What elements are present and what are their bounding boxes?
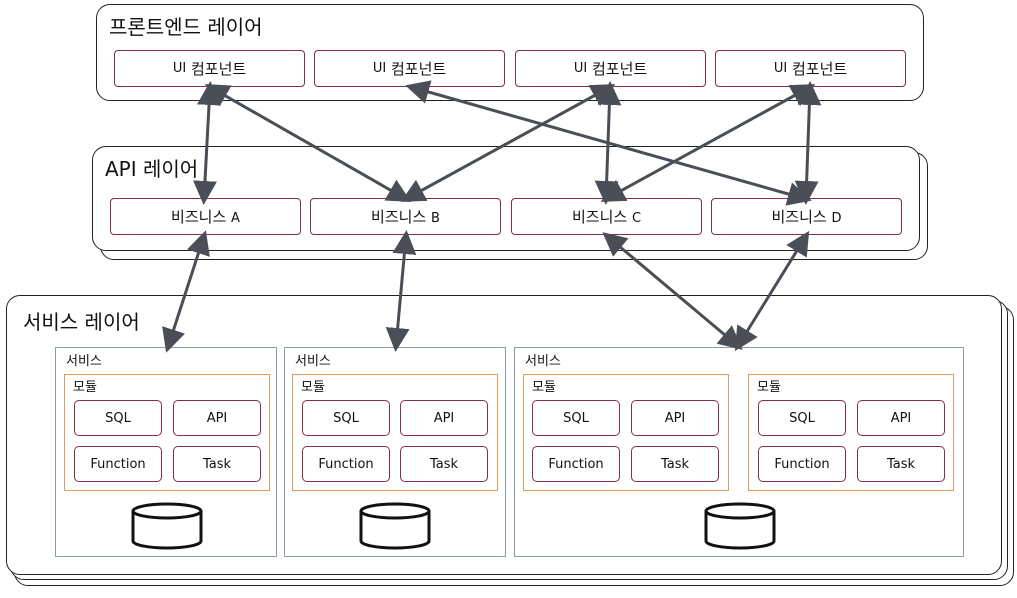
module-item-sql: SQL: [74, 400, 162, 436]
module-item-api: API: [173, 400, 261, 436]
ui-component-3: UI 컴포넌트: [515, 50, 706, 87]
module-item-function: Function: [74, 446, 162, 482]
service-label: 서비스: [295, 354, 331, 369]
database-icon: [704, 502, 776, 550]
business-label: 비즈니스: [771, 208, 827, 226]
ui-prefix: UI: [573, 61, 588, 76]
module-label: 모듈: [301, 380, 325, 395]
module-item-function: Function: [758, 446, 846, 482]
business-box-a: 비즈니스 A: [110, 198, 301, 235]
database-icon: [359, 502, 431, 550]
module-label: 모듈: [532, 380, 556, 395]
database-icon: [131, 502, 203, 550]
module-item-task: Task: [173, 446, 261, 482]
frontend-layer-title: 프론트엔드 레이어: [109, 15, 263, 39]
ui-prefix: UI: [172, 61, 187, 76]
module-label: 모듈: [757, 380, 781, 395]
service-label: 서비스: [66, 354, 102, 369]
ui-component-label: 컴포넌트: [591, 60, 648, 78]
module-item-sql: SQL: [758, 400, 846, 436]
module-item-sql: SQL: [532, 400, 620, 436]
ui-component-2: UI 컴포넌트: [314, 50, 505, 87]
module-item-task: Task: [400, 446, 488, 482]
ui-prefix: UI: [372, 61, 387, 76]
ui-prefix: UI: [773, 61, 788, 76]
module-item-task: Task: [857, 446, 945, 482]
business-label: 비즈니스: [171, 208, 227, 226]
business-suffix: C: [631, 211, 642, 226]
business-label: 비즈니스: [371, 208, 427, 226]
ui-component-label: 컴포넌트: [791, 60, 848, 78]
business-box-b: 비즈니스 B: [310, 198, 501, 235]
business-box-d: 비즈니스 D: [711, 198, 902, 235]
ui-component-1: UI 컴포넌트: [114, 50, 305, 87]
module-item-function: Function: [532, 446, 620, 482]
business-label: 비즈니스: [571, 208, 628, 226]
service-label: 서비스: [525, 354, 561, 369]
business-suffix: D: [831, 211, 842, 226]
api-layer-title: API 레이어: [105, 157, 199, 181]
ui-component-4: UI 컴포넌트: [715, 50, 906, 87]
module-item-function: Function: [302, 446, 390, 482]
module-item-api: API: [400, 400, 488, 436]
module-item-task: Task: [631, 446, 719, 482]
ui-component-label: 컴포넌트: [190, 60, 247, 78]
module-item-api: API: [631, 400, 719, 436]
module-item-sql: SQL: [302, 400, 390, 436]
business-box-c: 비즈니스 C: [511, 198, 702, 235]
module-item-api: API: [857, 400, 945, 436]
service-layer-title: 서비스 레이어: [23, 310, 140, 334]
module-label: 모듈: [73, 380, 97, 395]
business-suffix: A: [231, 211, 240, 226]
ui-component-label: 컴포넌트: [390, 60, 447, 78]
business-suffix: B: [431, 211, 440, 226]
